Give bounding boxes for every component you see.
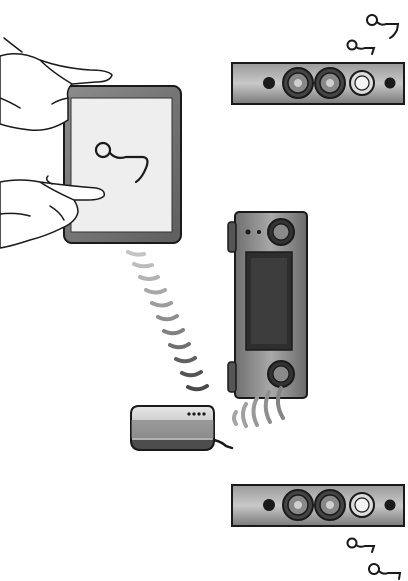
tablet <box>64 86 181 243</box>
speaker-port-icon <box>385 78 396 89</box>
wireless-adapter <box>131 406 232 450</box>
speaker-port-icon <box>263 499 275 511</box>
speaker-woofer-icon <box>283 490 313 520</box>
speaker-woofer-icon <box>315 490 345 520</box>
speaker-port-icon <box>263 77 275 89</box>
front-speaker <box>232 63 404 104</box>
wireless-signal-tablet-icon <box>128 252 207 389</box>
input-knob-icon <box>268 361 294 387</box>
speaker-port-icon <box>385 500 396 511</box>
power-indicator-icon <box>246 230 251 235</box>
cable-icon <box>214 440 232 448</box>
receiver-foot-icon <box>228 222 236 252</box>
music-note-icon <box>348 15 399 54</box>
speaker-woofer-icon <box>315 68 345 98</box>
music-note-icon <box>348 539 401 580</box>
speaker-tweeter-icon <box>350 71 374 95</box>
av-receiver <box>228 212 307 398</box>
receiver-foot-icon <box>228 362 236 392</box>
rear-speaker <box>232 485 404 526</box>
speaker-woofer-icon <box>283 68 313 98</box>
speaker-tweeter-icon <box>350 493 374 517</box>
volume-knob-icon <box>268 219 294 245</box>
